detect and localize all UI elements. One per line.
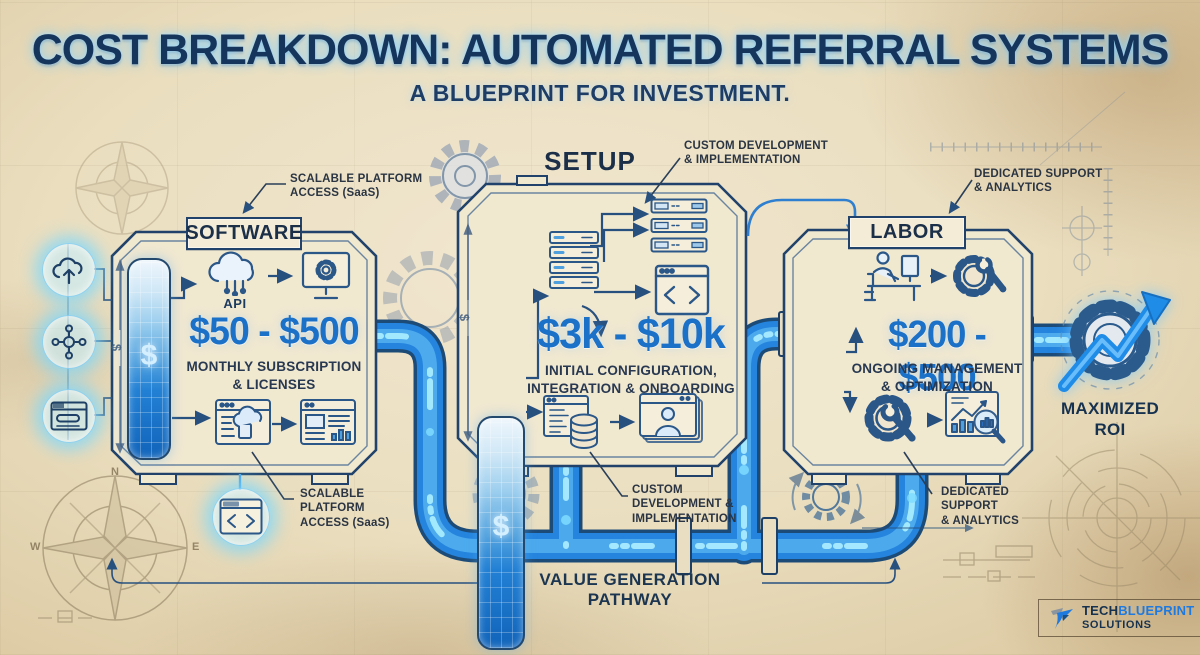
monitor-gear-icon — [298, 250, 354, 302]
server-stack-icon — [548, 230, 600, 292]
labor-desc: ONGOING MANAGEMENT & OPTIMIZATION — [851, 361, 1023, 394]
chart-magnifier-icon — [944, 390, 1010, 448]
software-bottom-callout: SCALABLE PLATFORM ACCESS (SaaS) — [300, 488, 390, 529]
setup-price: $3k - $10k — [537, 310, 726, 358]
target-drawing — [1022, 422, 1200, 632]
compass-letter-w: W — [30, 541, 41, 553]
network-nodes-icon — [51, 324, 87, 360]
gear-wrench-large-icon — [860, 390, 924, 452]
api-label: API — [223, 296, 247, 311]
setup-panel-label: SETUP — [544, 146, 636, 176]
page-title: COST BREAKDOWN: AUTOMATED REFERRAL SYSTE… — [31, 26, 1170, 74]
compass-rose-small — [75, 141, 169, 235]
setup-to-labor-arrow — [746, 198, 865, 244]
setup-bottom-callout: CUSTOM DEVELOPMENT & IMPLEMENTATION — [632, 484, 737, 525]
gear-growth-arrow-icon — [1048, 276, 1180, 398]
gauge-scale-markers — [115, 223, 473, 454]
software-cost-gauge: $ — [127, 258, 171, 460]
browser-cloud-icon — [214, 398, 272, 448]
brand-logo: TECHBLUEPRINT SOLUTIONS — [1038, 599, 1200, 637]
compass-rose-large — [42, 475, 188, 621]
callout-connectors — [238, 157, 973, 500]
schematic-scribbles — [38, 545, 1035, 623]
code-window-glow — [212, 488, 270, 546]
labor-panel-label: LABOR — [848, 216, 966, 249]
dollar-gauge-symbol: $ — [140, 339, 158, 373]
software-panel-label: SOFTWARE — [185, 217, 302, 250]
roi-label: MAXIMIZED ROI — [1060, 399, 1160, 440]
gear-decor-top — [429, 140, 501, 212]
person-at-desk-icon — [858, 248, 930, 304]
setup-cost-gauge: $ — [477, 416, 525, 650]
server-rows-icon — [650, 198, 708, 256]
setup-scale-dollar: $ — [457, 313, 473, 322]
browser-chart-icon — [299, 398, 357, 448]
brand-name: TECHBLUEPRINT — [1082, 603, 1195, 618]
setup-desc: INITIAL CONFIGURATION, INTEGRATION & ONB… — [527, 363, 735, 396]
code-window-large-icon — [654, 264, 710, 316]
cloud-upload-icon — [50, 255, 88, 285]
software-top-callout: SCALABLE PLATFORM ACCESS (SaaS) — [290, 173, 423, 200]
brand-name-line2: SOLUTIONS — [1082, 618, 1152, 631]
browser-card-icon — [50, 401, 88, 431]
software-desc: MONTHLY SUBSCRIPTION & LICENSES — [186, 359, 362, 392]
browser-card-glow — [42, 389, 96, 443]
compass-letter-n: N — [111, 466, 119, 478]
code-window-icon — [219, 498, 263, 536]
compass-letter-e: E — [192, 541, 200, 553]
brand-logo-mark-icon — [1049, 605, 1075, 631]
gear-wrench-icon — [948, 248, 1010, 306]
labor-bottom-callout: DEDICATED SUPPORT & ANALYTICS — [941, 486, 1020, 527]
video-call-person-icon — [638, 392, 706, 448]
network-nodes-glow — [42, 315, 96, 369]
editor-database-icon — [542, 394, 608, 454]
software-price: $50 - $500 — [189, 310, 359, 353]
gear-rotation-decor — [788, 471, 866, 525]
ruler-ticks — [930, 91, 1126, 256]
pathway-label: VALUE GENERATION PATHWAY — [539, 570, 721, 609]
page-subtitle: A BLUEPRINT FOR INVESTMENT. — [409, 80, 791, 106]
crosshair-circles — [1062, 206, 1102, 276]
value-pipes — [349, 317, 1089, 565]
pathway-annotation — [106, 523, 974, 584]
dollar-gauge-symbol: $ — [492, 510, 510, 543]
api-cloud-icon — [203, 250, 267, 296]
setup-top-callout: CUSTOM DEVELOPMENT & IMPLEMENTATION — [684, 140, 828, 167]
cloud-upload-glow — [42, 243, 96, 297]
labor-top-callout: DEDICATED SUPPORT & ANALYTICS — [974, 168, 1103, 195]
software-scale-dollar: $ — [109, 343, 125, 352]
